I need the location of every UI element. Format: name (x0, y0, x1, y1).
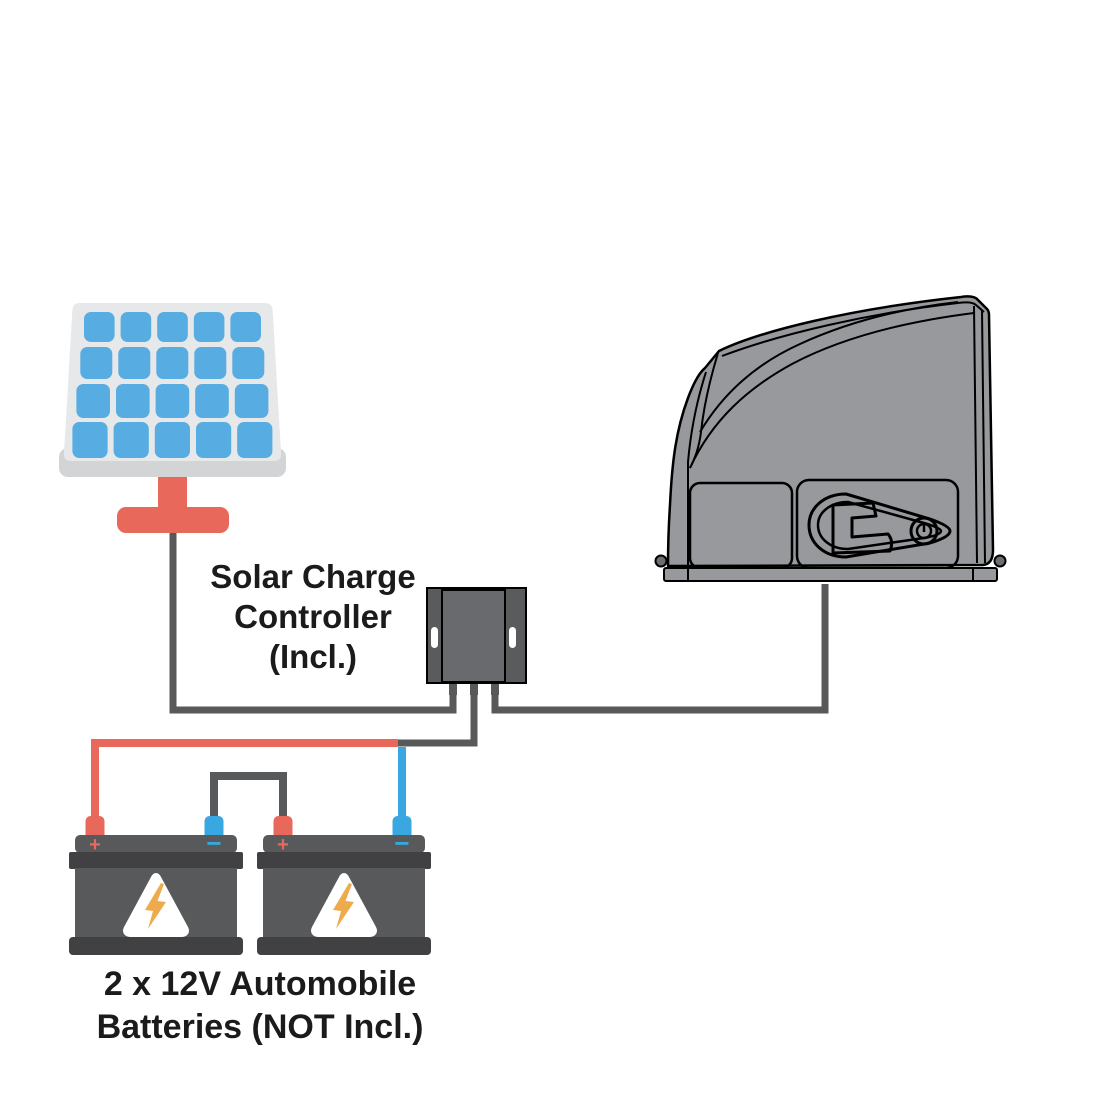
battery-terminal-positive (85, 816, 105, 840)
battery-bottom-band (69, 937, 243, 955)
battery-bottom-band (257, 937, 431, 955)
solar-cells (72, 312, 273, 458)
opener-bolt-left (654, 554, 668, 568)
battery-upper-band (257, 852, 431, 869)
battery-left: + − (69, 816, 243, 955)
solar-charge-controller (426, 587, 527, 695)
controller-pins (449, 683, 499, 695)
battery-top-cover (75, 835, 237, 853)
lightning-bolt-icon (145, 883, 166, 929)
opener-base-dividers (687, 568, 974, 581)
solar-panel-stand-base (117, 507, 229, 533)
wire-controller-to-opener (491, 584, 829, 714)
solar-panel-frame (63, 303, 282, 461)
wire-controller-to-junction (398, 682, 478, 747)
opener-base-plate (663, 567, 998, 582)
battery-top-cover (263, 835, 425, 853)
batteries-label: 2 x 12V Automobile Batteries (NOT Incl.) (96, 965, 424, 1046)
battery-negative-mark: − (206, 828, 221, 858)
wire-panel-to-controller (169, 528, 457, 714)
opener-contours (687, 301, 986, 565)
controller-label: Solar Charge Controller (Incl.) (210, 558, 416, 675)
opener-body (666, 295, 995, 568)
battery-right: + − (257, 816, 431, 955)
release-lever-slot[interactable] (831, 501, 894, 555)
key-lock-icon[interactable] (909, 516, 939, 546)
controller-body (441, 589, 506, 683)
battery-terminal-negative (392, 816, 412, 840)
wires (91, 528, 829, 822)
lightning-bolt-icon (333, 883, 354, 929)
battery-terminal-positive (273, 816, 293, 840)
controller-mount-slot-left (431, 627, 438, 648)
wire-battery-jumper (210, 772, 287, 822)
controller-mount-slot-right (509, 627, 516, 648)
battery-negative-mark: − (394, 828, 409, 858)
wire-battery-positive (91, 739, 398, 822)
battery-positive-mark: + (277, 834, 289, 856)
battery-upper-band (69, 852, 243, 869)
gate-opener (654, 295, 1007, 582)
opener-bolt-right (993, 554, 1007, 568)
opener-release-plate (807, 492, 952, 559)
battery-terminal-negative (204, 816, 224, 840)
solar-panel (59, 303, 286, 533)
battery-positive-mark: + (89, 834, 101, 856)
